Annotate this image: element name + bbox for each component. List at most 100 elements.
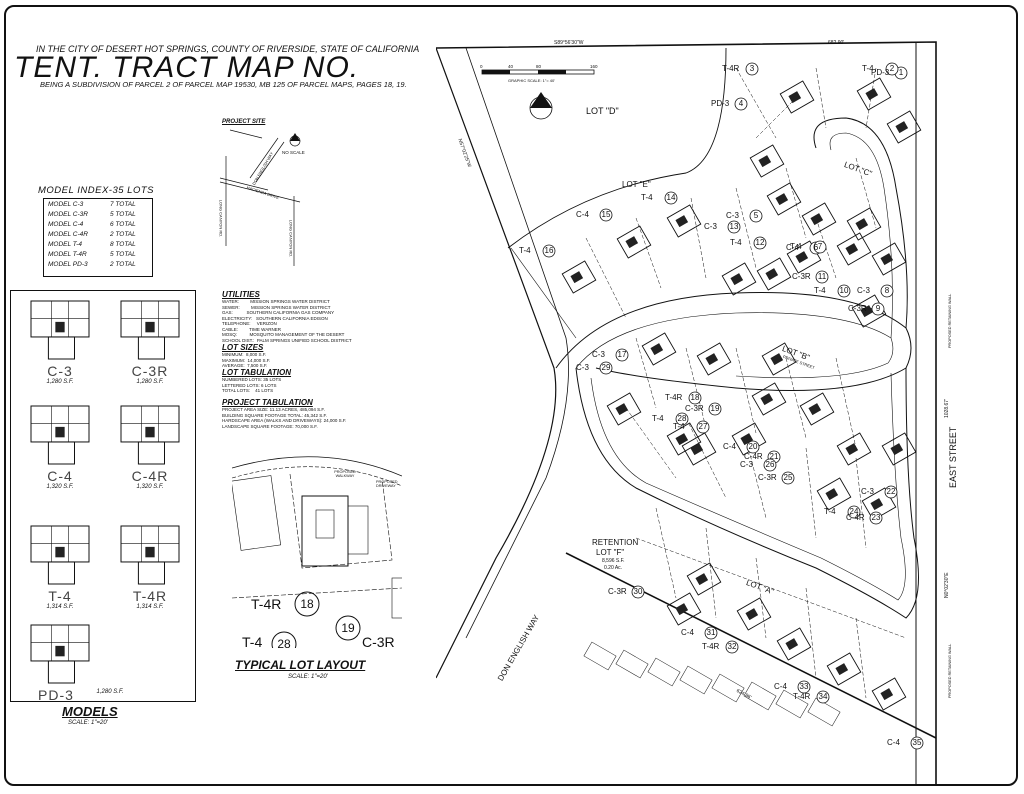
lot-model: C-3R [608, 587, 627, 596]
model-index-model: MODEL C-4R [48, 231, 88, 238]
no-scale-note: NO SCALE [282, 150, 305, 155]
house-footprint [766, 182, 802, 216]
utilities-section: UTILITIES WATER: MISSION SPRINGS WATER D… [222, 290, 352, 343]
model-name: PD-3 [38, 687, 74, 703]
adjacent-building [711, 673, 745, 703]
lot-model: C-3R [685, 404, 704, 413]
retaining-wall-note: PROPOSED RETAINING WALL [948, 643, 952, 698]
lot-model: T-4R [793, 692, 811, 701]
house-garage [615, 403, 629, 416]
typical-lot-model-1: T-4R [251, 596, 282, 612]
lot-tabulation-title: LOT TABULATION [222, 368, 292, 377]
lot-model: PD-3 [871, 68, 890, 77]
lot-divider [785, 167, 807, 239]
house-footprint [756, 257, 792, 291]
retention-lot: LOT "F" [596, 548, 625, 557]
graphic-scale-tick: 0 [480, 64, 483, 69]
house-footprint [886, 110, 922, 144]
vicinity-road-long-canyon-1: LONG CANYON RD. [218, 199, 224, 238]
adjacent-building [647, 657, 681, 687]
lot-divider [805, 587, 817, 679]
lot-model: T-4 [652, 414, 664, 423]
lot-number: 8 [884, 286, 890, 295]
lot-model: C-3 [592, 350, 605, 359]
lot-number-circle [885, 62, 899, 76]
lot-number: 6 [813, 243, 819, 252]
lot-model: C-4 [576, 210, 589, 219]
lot-number: 16 [544, 246, 554, 255]
house-footprint [641, 332, 677, 366]
typical-lot-model-3: C-3R [362, 634, 395, 648]
site-plan-linework [435, 41, 937, 786]
house-garage [675, 433, 689, 446]
house-footprint [836, 432, 872, 466]
lot-model: C-4 [681, 628, 694, 637]
lot-number-circle [631, 585, 645, 599]
lot-number-circle [816, 690, 830, 704]
house-garage [895, 121, 909, 134]
model-index-total: 7 TOTAL [109, 201, 136, 208]
lot-model: T-4R [702, 642, 720, 651]
model-plan-c-4r [120, 405, 180, 465]
lot-a-road [575, 367, 919, 619]
house-garage [705, 353, 719, 366]
model-index-model: MODEL T-4 [48, 241, 82, 248]
lot-number: 17 [617, 350, 627, 359]
lot-number-circle [746, 440, 760, 454]
lot-divider [635, 337, 657, 409]
house-footprint [751, 382, 787, 416]
model-index-total: 8 TOTAL [109, 241, 136, 248]
lot-number-circle [813, 240, 827, 254]
house-footprint [801, 202, 837, 236]
adjacent-building [743, 681, 777, 711]
house-garage [745, 608, 759, 621]
lot-number: 28 [677, 414, 687, 423]
model-square-footage: 1,280 S.F. [46, 379, 74, 385]
adjacent-building [679, 665, 713, 695]
models-scale: SCALE: 1"=20' [68, 720, 108, 726]
house-garage [650, 343, 664, 356]
lot-number-circle [615, 348, 629, 362]
lot-number-circle [815, 270, 829, 284]
lot-number: 25 [783, 473, 793, 482]
lot-number-circle [749, 209, 763, 223]
lot-model: T-4 [673, 422, 685, 431]
model-square-footage: 1,320 S.F. [136, 484, 164, 490]
house-garage [825, 488, 839, 501]
lot-sizes-title: LOT SIZES [222, 343, 264, 352]
model-plan-t-4 [30, 525, 90, 585]
lot-number-circle [725, 640, 739, 654]
lot-number-circle [599, 361, 613, 375]
lot-divider [805, 447, 817, 539]
house-garage [765, 268, 779, 281]
model-index-model: MODEL T-4R [48, 251, 87, 258]
typical-lot-scale: SCALE: 1"=20' [288, 674, 328, 680]
lot-model: C-3 [576, 363, 589, 372]
model-index-total: 6 TOTAL [109, 221, 136, 228]
lot-number-circle [847, 505, 861, 519]
lot-number: 7 [817, 242, 823, 251]
lot-divider [835, 357, 857, 449]
lot-model: C-3 [704, 222, 717, 231]
south-boundary [565, 552, 937, 739]
house-garage [880, 253, 894, 266]
lot-number-circle [708, 402, 722, 416]
lot-divider [855, 617, 867, 699]
model-index-row: MODEL T-4 8 TOTAL [44, 240, 140, 250]
project-tabulation-section: PROJECT TABULATION PROJECT AREA SIZE: 11… [222, 398, 346, 429]
house-garage [808, 403, 822, 416]
model-index-total: 5 TOTAL [109, 211, 136, 218]
house-garage [770, 353, 784, 366]
lot-number: 9 [875, 304, 881, 313]
lot-number-circle [704, 626, 718, 640]
house-garage [570, 271, 584, 284]
lot-model: T-4R [722, 64, 740, 73]
house-footprint [779, 80, 815, 114]
proposed-driveway-note: PROPOSED DRIVEWAY [376, 480, 398, 488]
lot-model: T-4 [519, 246, 531, 255]
lot-number-circle [745, 62, 759, 76]
